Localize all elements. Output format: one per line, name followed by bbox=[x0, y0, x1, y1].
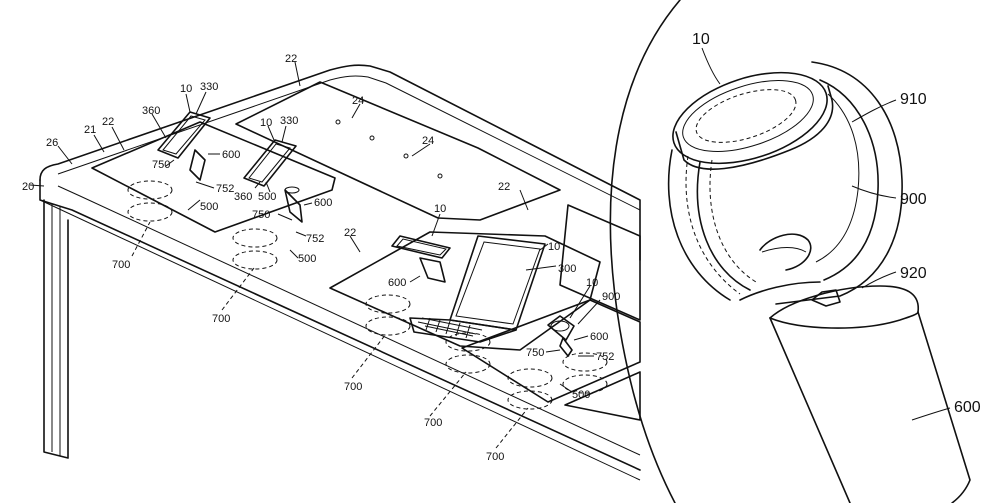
label-10: 10 bbox=[548, 241, 560, 253]
label-10: 10 bbox=[260, 117, 272, 129]
label-10: 10 bbox=[180, 83, 192, 95]
phone-device-1 bbox=[157, 111, 211, 181]
label-500: 500 bbox=[572, 389, 590, 401]
left-view-labels: 20 26 21 22 22 22 22 22 24 24 10 330 360… bbox=[22, 53, 620, 463]
label-22: 22 bbox=[498, 181, 510, 193]
watch-face bbox=[672, 71, 834, 170]
phone-device-3 bbox=[391, 235, 451, 283]
label-700: 700 bbox=[424, 417, 442, 429]
leader-lines bbox=[29, 61, 601, 449]
label-750: 750 bbox=[152, 159, 170, 171]
label-500: 500 bbox=[258, 191, 276, 203]
label-750: 750 bbox=[526, 347, 544, 359]
label-700: 700 bbox=[212, 313, 230, 325]
charging-stand bbox=[769, 285, 971, 503]
detail-label-10: 10 bbox=[692, 31, 710, 48]
laptop-device bbox=[409, 235, 546, 343]
label-600: 600 bbox=[590, 331, 608, 343]
label-22: 22 bbox=[344, 227, 356, 239]
watch-sensor bbox=[759, 233, 812, 271]
label-24: 24 bbox=[422, 135, 434, 147]
label-600: 600 bbox=[314, 197, 332, 209]
label-20: 20 bbox=[22, 181, 34, 193]
label-330: 330 bbox=[280, 115, 298, 127]
display-table bbox=[39, 64, 641, 481]
label-750: 750 bbox=[252, 209, 270, 221]
label-24: 24 bbox=[352, 95, 364, 107]
charging-pucks bbox=[127, 180, 608, 410]
watch-band bbox=[667, 61, 903, 305]
detail-label-910: 910 bbox=[900, 91, 927, 108]
label-500: 500 bbox=[200, 201, 218, 213]
label-700: 700 bbox=[344, 381, 362, 393]
detail-label-920: 920 bbox=[900, 265, 927, 282]
label-22: 22 bbox=[102, 116, 114, 128]
mat-markers bbox=[335, 119, 443, 179]
label-330: 330 bbox=[200, 81, 218, 93]
label-700: 700 bbox=[486, 451, 504, 463]
label-22: 22 bbox=[285, 53, 297, 65]
label-500: 500 bbox=[298, 253, 316, 265]
label-10: 10 bbox=[586, 277, 598, 289]
label-360: 360 bbox=[142, 105, 160, 117]
phone-device-2 bbox=[243, 139, 303, 223]
label-752: 752 bbox=[596, 351, 614, 363]
label-752: 752 bbox=[306, 233, 324, 245]
label-300: 300 bbox=[558, 263, 576, 275]
label-21: 21 bbox=[84, 124, 96, 136]
label-600: 600 bbox=[388, 277, 406, 289]
label-900: 900 bbox=[602, 291, 620, 303]
display-mats bbox=[91, 81, 641, 421]
detail-label-900: 900 bbox=[900, 191, 927, 208]
label-700: 700 bbox=[112, 259, 130, 271]
label-752: 752 bbox=[216, 183, 234, 195]
label-26: 26 bbox=[46, 137, 58, 149]
detail-view: 10 910 900 920 600 bbox=[609, 0, 981, 503]
watch-device bbox=[547, 315, 575, 357]
label-360: 360 bbox=[234, 191, 252, 203]
detail-label-600: 600 bbox=[954, 399, 981, 416]
label-10: 10 bbox=[434, 203, 446, 215]
detail-leader-lines bbox=[701, 47, 951, 421]
label-600: 600 bbox=[222, 149, 240, 161]
